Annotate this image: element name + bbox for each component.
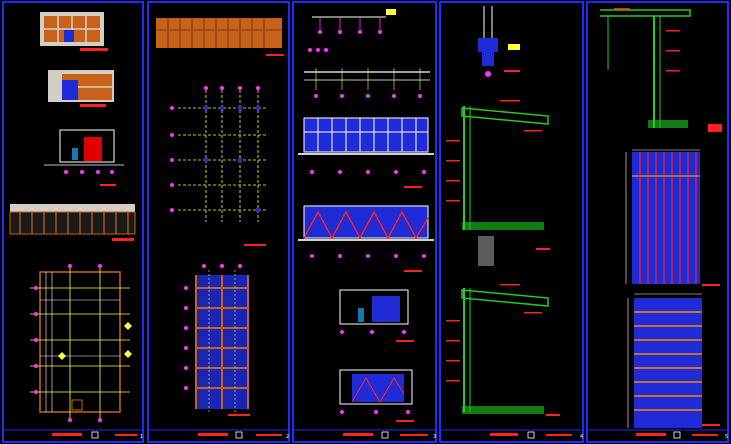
sheet-5-drawings [600, 8, 722, 428]
sheet-numbers: 1 2 3 4 5 [140, 434, 728, 440]
roof-framing-plan-sheet-2 [184, 264, 250, 416]
elevation-front-small [40, 12, 108, 51]
sheet-2-frame [147, 1, 290, 443]
sheet-number-2: 2 [286, 434, 289, 440]
sheet-5-frame [586, 1, 729, 443]
sheet-number-3: 3 [433, 434, 436, 440]
structural-grid-sheet-2 [170, 86, 266, 246]
sheet-3-frame [292, 1, 437, 443]
floor-plan-sheet-1 [30, 264, 132, 422]
wall-section-upper [446, 100, 550, 266]
sheet-4-drawings [446, 6, 560, 416]
title-block-1-text [52, 433, 82, 436]
sheet-2-drawings [156, 18, 284, 416]
sheet-number-1: 1 [140, 434, 143, 440]
title-block-4-text [490, 433, 518, 436]
title-block-labels [52, 431, 718, 439]
sheet-number-4: 4 [580, 434, 583, 440]
glazed-elevation-sheet-3 [298, 117, 434, 188]
sheet-number-5: 5 [725, 434, 728, 440]
title-block-5-text [636, 433, 666, 436]
section-a-sheet-3 [339, 289, 414, 342]
sheet-4-frame [439, 1, 584, 443]
wall-section-lower [446, 284, 560, 416]
sheet-3-drawings [298, 9, 434, 422]
title-block-3-text [343, 433, 373, 436]
title-block-1-logo [91, 431, 99, 439]
column-detail-top [478, 6, 520, 77]
roof-section-sheet-5 [600, 8, 722, 132]
detail-top-sheet-3 [308, 9, 396, 52]
sheet-1-frame [2, 1, 144, 443]
truss-elevation-sheet-3 [304, 68, 430, 98]
elevation-long-sheet-2 [156, 18, 284, 56]
section-b-sheet-3 [339, 369, 414, 422]
section-small-red [44, 129, 124, 186]
roof-plan-purlins [627, 293, 720, 428]
title-block-2-text [198, 433, 228, 436]
elevation-side-small [48, 70, 114, 107]
roof-plan-striped [625, 149, 720, 286]
braced-elevation-sheet-3 [298, 205, 434, 272]
elevation-long [9, 204, 136, 241]
sheet-1-drawings [9, 12, 136, 422]
